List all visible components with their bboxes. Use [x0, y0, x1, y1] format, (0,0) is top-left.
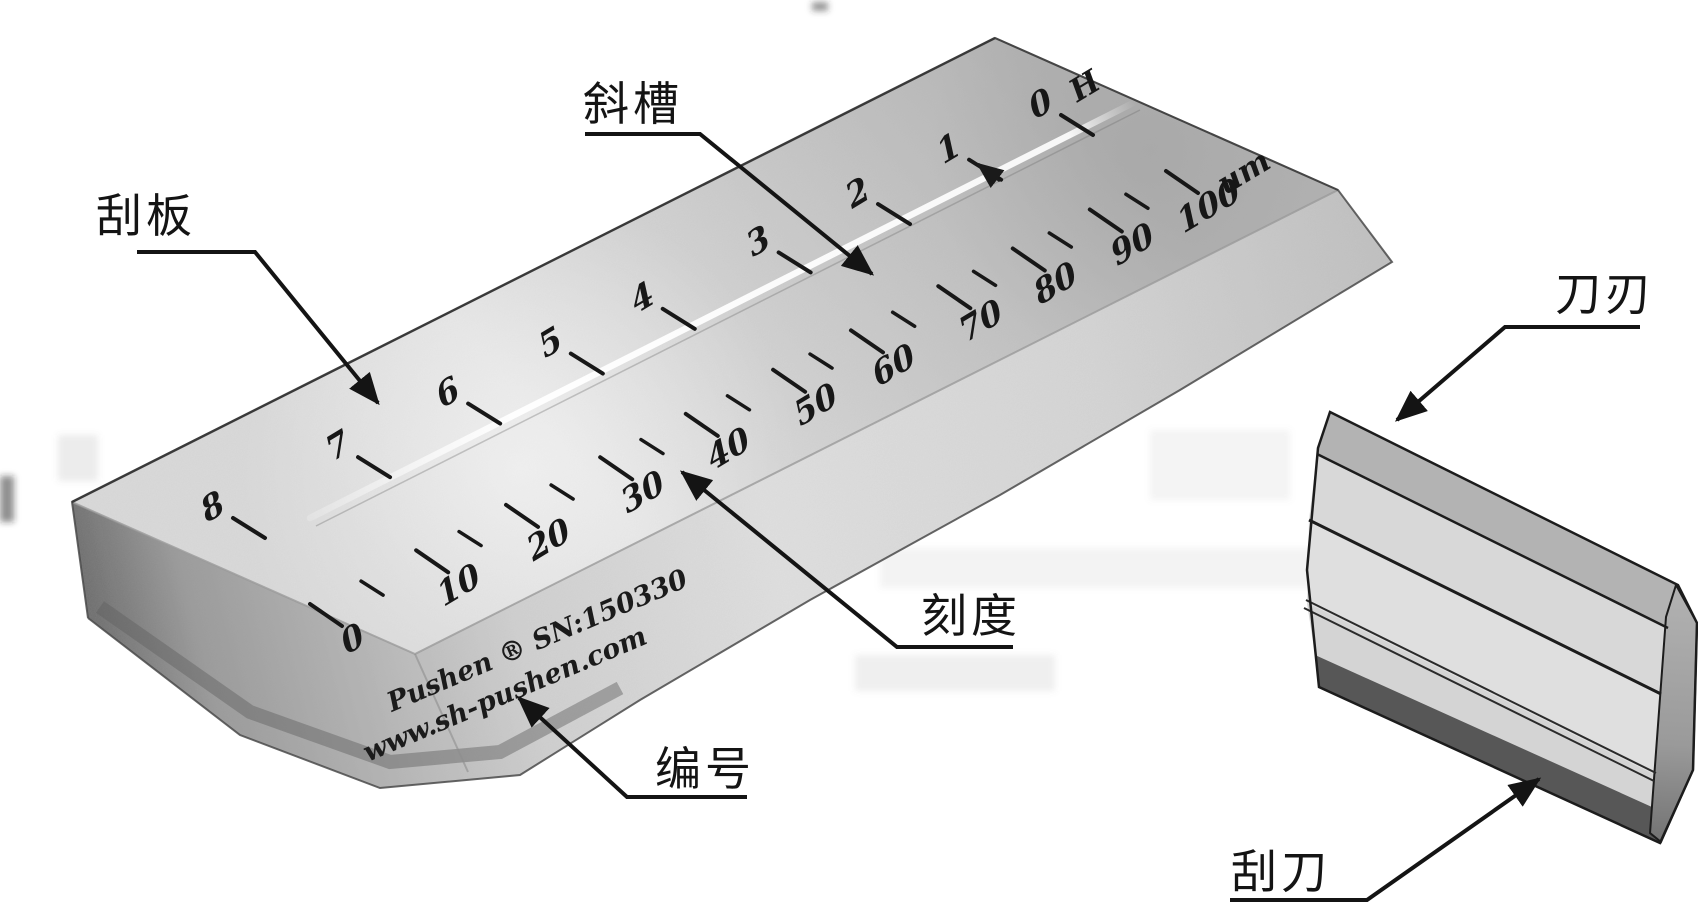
block-bottom-shading — [95, 601, 624, 770]
groove-label: 斜槽 — [583, 79, 683, 130]
scraper-band-lower — [1307, 603, 1663, 812]
h-scale-tick — [466, 401, 503, 426]
block-top-left-edge — [71, 36, 996, 504]
scraper-band-upper — [1309, 454, 1668, 694]
h-scale-tick — [356, 455, 393, 480]
um-scale-minor-tick — [971, 269, 998, 288]
scraper-band-middle — [1307, 520, 1661, 776]
um-scale-tick — [504, 502, 541, 529]
um-scale-tick — [936, 284, 973, 311]
um-scale-tick — [1087, 207, 1124, 234]
h-scale-tick — [1059, 113, 1095, 137]
um-scale-minor-tick — [639, 437, 665, 456]
um-scale-tick — [848, 328, 885, 355]
bleed-smudge — [58, 435, 98, 481]
block-corner-edge — [414, 653, 469, 773]
um-scale-minor-tick — [1124, 192, 1150, 211]
scraper-leader-arrow — [1230, 777, 1542, 902]
h-scale-tick — [776, 250, 813, 275]
h-scale-tick — [231, 516, 267, 540]
scan-edge-mark — [0, 476, 14, 522]
um-scale-tick — [414, 548, 451, 575]
um-scale-minor-tick — [549, 483, 575, 501]
scraper-edge-line — [1316, 452, 1669, 630]
um-scale-tick — [1010, 246, 1047, 273]
scale-label: 刻度 — [921, 591, 1021, 642]
scraper-label: 刮刀 — [1231, 847, 1331, 898]
um-scale-minor-tick — [808, 352, 834, 370]
scraper-groove-line — [1305, 599, 1657, 774]
scraper-top-bevel — [1317, 412, 1678, 628]
bleed-smudge — [812, 2, 828, 11]
groove-leader-arrow — [585, 132, 875, 276]
plate-label: 刮板 — [96, 191, 196, 242]
groove-direction-arrow-icon — [976, 162, 1005, 189]
scraper-edge-line — [1308, 518, 1662, 696]
scraper-tool — [1303, 410, 1698, 845]
um-scale-minor-tick — [890, 310, 917, 329]
block-far-end-edge — [994, 37, 1339, 191]
um-scale-minor-tick — [457, 529, 483, 548]
serial-leader-arrow — [517, 696, 747, 799]
h-scale-tick — [568, 351, 605, 376]
serial-label: 编号 — [655, 744, 755, 795]
scraper-outline — [1305, 410, 1698, 845]
um-scale-minor-tick — [1047, 231, 1074, 249]
um-scale-tick — [771, 367, 808, 394]
h-scale-tick — [660, 306, 697, 331]
um-scale-tick — [308, 602, 344, 628]
blade-edge-label: 刀刃 — [1555, 269, 1655, 320]
um-scale-minor-tick — [359, 579, 385, 597]
block-side-face — [72, 190, 1392, 788]
scraper-bottom-shadow-band — [1315, 655, 1663, 843]
plate-leader-arrow — [137, 250, 380, 406]
blade-edge-leader-arrow — [1394, 325, 1640, 422]
um-scale-tick — [683, 411, 720, 438]
bleed-smudge — [1150, 430, 1290, 500]
callout-leaders — [137, 132, 1640, 902]
scraper-groove-line — [1303, 607, 1655, 782]
um-scale-tick — [1164, 169, 1200, 195]
top-face-shadow — [72, 38, 1338, 654]
um-scale-tick — [598, 455, 635, 482]
bleed-smudge — [855, 655, 1055, 691]
scale-leader-arrow — [679, 470, 1013, 649]
um-scale-minor-tick — [725, 394, 752, 412]
h-scale-tick — [876, 202, 913, 227]
